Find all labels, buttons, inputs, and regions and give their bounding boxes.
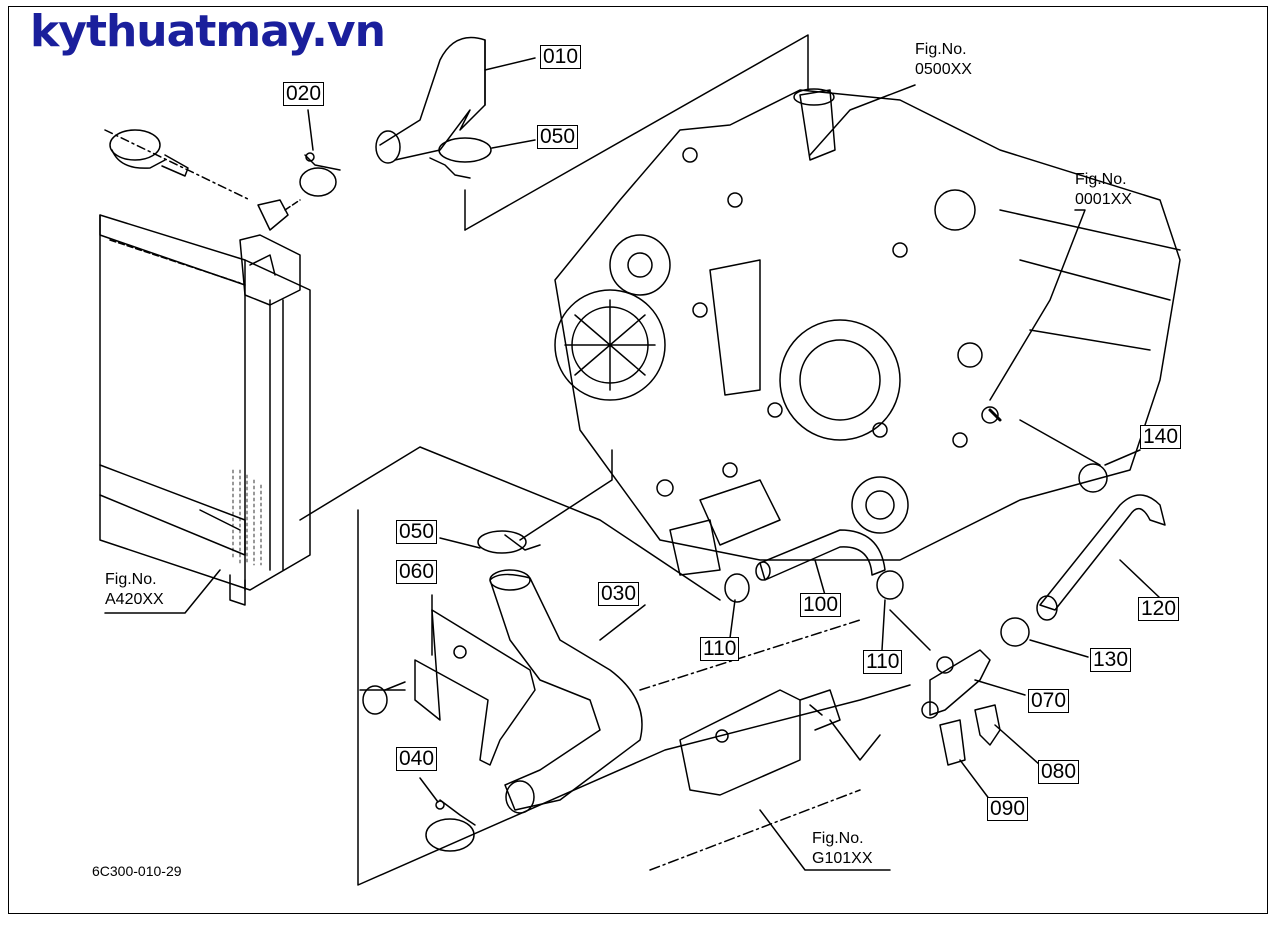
- shield-060: [359, 594, 536, 766]
- radiator-inlet: [257, 199, 289, 231]
- ref-line-mid2: [519, 449, 613, 541]
- part-label-060[interactable]: 060: [396, 560, 438, 584]
- drawing-frame: [8, 6, 1268, 914]
- part-label-080[interactable]: 080: [1038, 760, 1080, 784]
- bracket-g101: [639, 619, 891, 871]
- fitting-070: [889, 609, 1026, 719]
- engine-block: [554, 88, 1181, 576]
- leader-a420: [104, 569, 221, 614]
- upper-hose: [375, 36, 536, 164]
- clamp-110-right: [876, 570, 904, 651]
- radiator: [99, 214, 311, 606]
- hose-120: [1036, 494, 1166, 621]
- part-label-120[interactable]: 120: [1138, 597, 1180, 621]
- plug-090: [939, 719, 991, 801]
- fig-ref-a420-line1: Fig.No.: [105, 571, 157, 588]
- plug-080: [974, 704, 1041, 766]
- clamp-020: [299, 109, 341, 197]
- fig-ref-0001[interactable]: Fig.No. 0001XX: [1075, 170, 1132, 210]
- fig-ref-0500[interactable]: Fig.No. 0500XX: [915, 40, 972, 80]
- bypass-hose: [755, 529, 886, 596]
- part-label-110-right[interactable]: 110: [863, 650, 903, 674]
- fig-ref-g101-line2: G101XX: [812, 850, 873, 867]
- clamp-130: [1000, 617, 1089, 658]
- leader-0500: [809, 84, 916, 156]
- lower-hose: [489, 569, 646, 814]
- part-label-050-top[interactable]: 050: [537, 125, 579, 149]
- fig-ref-0001-line1: Fig.No.: [1075, 171, 1127, 188]
- ref-line: [464, 34, 809, 231]
- clamp-110-left: [724, 573, 750, 639]
- drawing-code: 6C300-010-29: [92, 863, 182, 879]
- fig-ref-0001-line2: 0001XX: [1075, 191, 1132, 208]
- part-label-020[interactable]: 020: [283, 82, 325, 106]
- part-label-140[interactable]: 140: [1140, 425, 1182, 449]
- fig-ref-a420[interactable]: Fig.No. A420XX: [105, 570, 164, 610]
- part-label-100[interactable]: 100: [800, 593, 842, 617]
- ref-line-lower: [357, 509, 911, 886]
- part-label-130[interactable]: 130: [1090, 648, 1132, 672]
- ref-line-mid: [299, 446, 721, 601]
- fig-ref-0500-line1: Fig.No.: [915, 41, 967, 58]
- part-label-050-bottom[interactable]: 050: [396, 520, 438, 544]
- fig-ref-g101-line1: Fig.No.: [812, 830, 864, 847]
- fig-ref-0500-line2: 0500XX: [915, 61, 972, 78]
- clamp-050-top: [429, 137, 536, 231]
- clamp-050-bottom: [439, 530, 541, 554]
- part-label-090[interactable]: 090: [987, 797, 1029, 821]
- part-label-110-left[interactable]: 110: [700, 637, 740, 661]
- clamp-140: [1078, 449, 1141, 493]
- fig-ref-a420-line2: A420XX: [105, 591, 164, 608]
- site-logo[interactable]: kythuatmay.vn: [30, 6, 386, 57]
- part-label-010[interactable]: 010: [540, 45, 582, 69]
- part-label-030[interactable]: 030: [598, 582, 640, 606]
- leader-0001: [989, 209, 1086, 401]
- part-label-070[interactable]: 070: [1028, 689, 1070, 713]
- clamp-040: [419, 777, 476, 852]
- fig-ref-g101[interactable]: Fig.No. G101XX: [812, 829, 872, 869]
- part-label-040[interactable]: 040: [396, 747, 438, 771]
- radiator-cap: [104, 129, 251, 201]
